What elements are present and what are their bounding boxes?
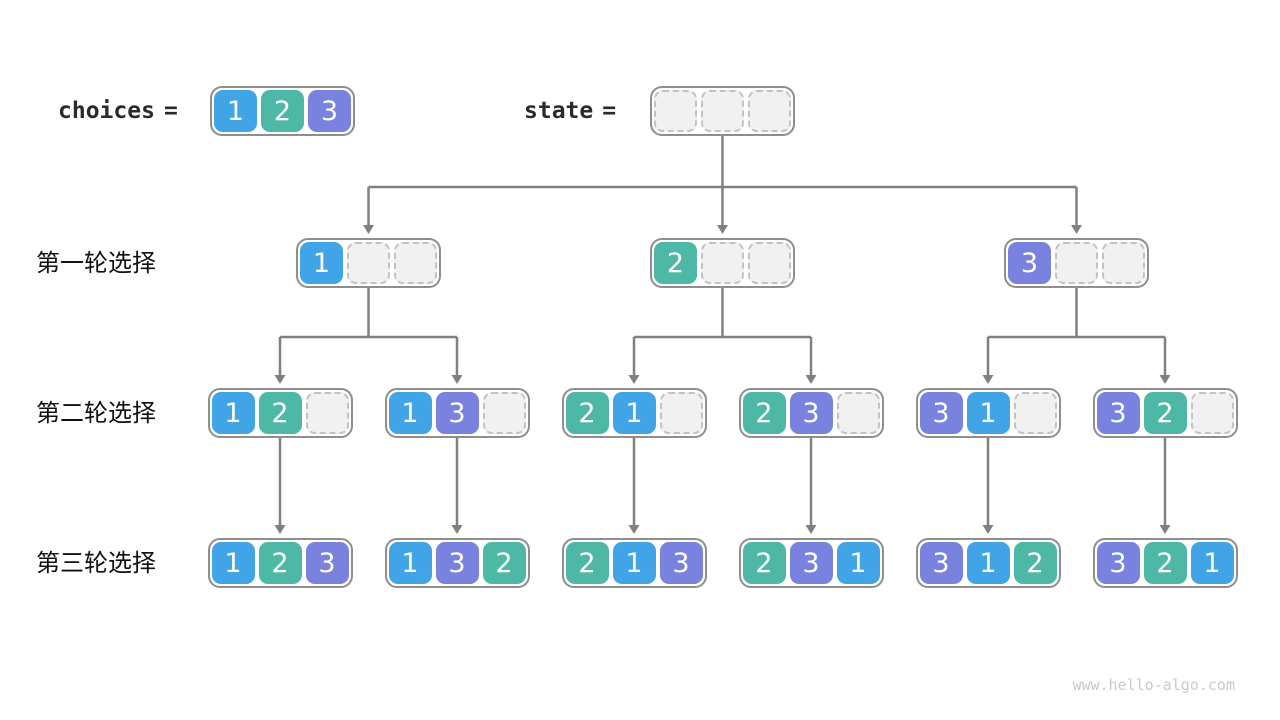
arrowhead [982, 525, 994, 534]
arrowhead [628, 375, 640, 384]
number-tile-3: 3 [305, 542, 349, 584]
arrowhead [982, 375, 994, 384]
number-tile-3: 3 [919, 392, 963, 434]
empty-slot [1013, 392, 1057, 434]
arrowhead [274, 375, 286, 384]
number-tile-3: 3 [659, 542, 703, 584]
number-tile-1: 1 [388, 542, 432, 584]
empty-slot [748, 90, 791, 132]
state-box: 1 [296, 238, 441, 288]
number-tile-3: 3 [435, 392, 479, 434]
arrowhead [274, 525, 286, 534]
number-tile-1: 1 [214, 90, 257, 132]
number-tile-2: 2 [1143, 542, 1187, 584]
number-tile-1: 1 [966, 392, 1010, 434]
number-tile-3: 3 [308, 90, 351, 132]
number-tile-2: 2 [654, 242, 697, 284]
empty-slot [1055, 242, 1098, 284]
number-tile-1: 1 [300, 242, 343, 284]
number-tile-1: 1 [836, 542, 880, 584]
number-tile-2: 2 [1143, 392, 1187, 434]
tree-connector-lines [278, 136, 1167, 527]
empty-slot [482, 392, 526, 434]
number-tile-2: 2 [742, 542, 786, 584]
empty-slot [347, 242, 390, 284]
state-label: state = [524, 98, 616, 124]
number-tile-1: 1 [612, 542, 656, 584]
arrowhead [1071, 225, 1082, 234]
state-equals-sign: = [602, 98, 617, 124]
empty-slot [701, 90, 744, 132]
choices-label: choices = [58, 98, 178, 124]
arrowhead [451, 375, 463, 384]
choices-label-text: choices [58, 98, 155, 124]
empty-slot [305, 392, 349, 434]
arrowhead [805, 375, 817, 384]
choices-equals-sign: = [163, 98, 178, 124]
number-tile-2: 2 [258, 392, 302, 434]
state-box: 2 [650, 238, 795, 288]
number-tile-3: 3 [1096, 392, 1140, 434]
number-tile-2: 2 [565, 392, 609, 434]
number-tile-1: 1 [1190, 542, 1234, 584]
arrowhead [805, 525, 817, 534]
number-tile-3: 3 [919, 542, 963, 584]
number-tile-2: 2 [1013, 542, 1057, 584]
empty-slot [654, 90, 697, 132]
number-tile-3: 3 [789, 542, 833, 584]
row-label-round-1: 第一轮选择 [36, 249, 156, 277]
number-tile-3: 3 [1008, 242, 1051, 284]
arrowhead [1159, 525, 1171, 534]
number-tile-2: 2 [565, 542, 609, 584]
state-box: 3 [1004, 238, 1149, 288]
number-tile-1: 1 [388, 392, 432, 434]
number-tile-1: 1 [612, 392, 656, 434]
arrowhead [1159, 375, 1171, 384]
row-label-round-3: 第三轮选择 [36, 549, 156, 577]
empty-slot [1102, 242, 1145, 284]
number-tile-2: 2 [258, 542, 302, 584]
empty-slot [394, 242, 437, 284]
number-tile-3: 3 [1096, 542, 1140, 584]
empty-slot [1190, 392, 1234, 434]
empty-slot [701, 242, 744, 284]
number-tile-3: 3 [789, 392, 833, 434]
state-root-box [650, 86, 795, 136]
arrowhead [363, 225, 374, 234]
arrowhead [717, 225, 728, 234]
empty-slot [748, 242, 791, 284]
empty-slot [659, 392, 703, 434]
number-tile-2: 2 [742, 392, 786, 434]
row-label-round-2: 第二轮选择 [36, 399, 156, 427]
number-tile-1: 1 [211, 392, 255, 434]
watermark: www.hello-algo.com [1072, 676, 1235, 694]
number-tile-1: 1 [966, 542, 1010, 584]
empty-slot [836, 392, 880, 434]
state-label-text: state [524, 98, 594, 124]
number-tile-2: 2 [261, 90, 304, 132]
arrowhead [628, 525, 640, 534]
number-tile-1: 1 [211, 542, 255, 584]
number-tile-3: 3 [435, 542, 479, 584]
number-tile-2: 2 [482, 542, 526, 584]
arrowhead [451, 525, 463, 534]
